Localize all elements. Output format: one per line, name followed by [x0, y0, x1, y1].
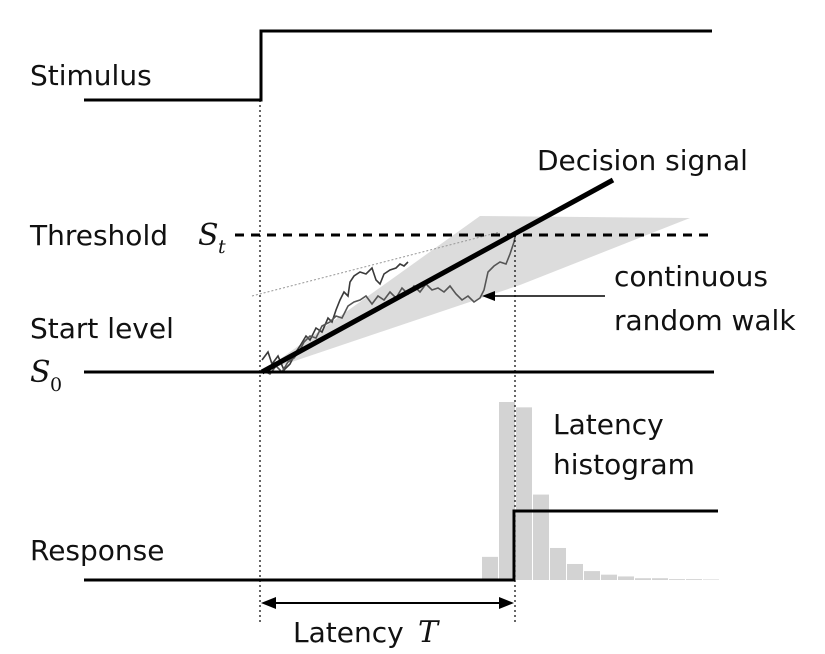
- histogram-bar: [550, 547, 566, 580]
- latency-label: Latency: [293, 616, 404, 649]
- histogram-bar: [516, 407, 532, 580]
- histogram-bar: [601, 574, 617, 580]
- histogram-bar: [482, 556, 498, 580]
- random-walk-label-line2: random walk: [614, 304, 796, 337]
- histogram-bar: [652, 578, 668, 580]
- histogram-bar: [533, 494, 549, 580]
- start-symbol: S: [30, 355, 51, 390]
- latency-arrowhead-right: [499, 597, 514, 609]
- decision-signal-line: [260, 177, 615, 375]
- histogram-bar: [499, 402, 515, 580]
- start-level-label: Start level: [30, 312, 174, 345]
- histogram-bar: [618, 576, 634, 580]
- response-step-line: [84, 509, 718, 582]
- histogram-bar: [669, 579, 685, 580]
- histogram-bar: [567, 563, 583, 580]
- histogram-bar: [635, 578, 651, 580]
- stimulus-label: Stimulus: [30, 59, 152, 92]
- random-walk-trace-1: [261, 261, 409, 372]
- response-label: Response: [30, 534, 164, 567]
- latency-symbol: T: [418, 615, 440, 650]
- histogram-label-line1: Latency: [553, 408, 664, 441]
- threshold-label: Threshold: [29, 219, 168, 252]
- walk-upper-guide: [251, 231, 501, 297]
- random-walk-arrowhead: [482, 291, 495, 301]
- histogram-bar: [686, 579, 702, 580]
- stimulus-step-line: [84, 29, 712, 102]
- histogram-label-line2: histogram: [553, 448, 695, 481]
- threshold-symbol: S: [198, 218, 219, 253]
- decision-signal-label: Decision signal: [537, 144, 748, 177]
- random-walk-label-line1: continuous: [614, 260, 768, 293]
- histogram-bar: [703, 579, 719, 580]
- latency-histogram: [482, 402, 719, 580]
- walk-spread-cone: [262, 216, 690, 372]
- latency-arrowhead-left: [261, 597, 276, 609]
- start-subscript: 0: [50, 374, 62, 396]
- threshold-subscript: t: [218, 236, 226, 258]
- histogram-bar: [584, 571, 600, 580]
